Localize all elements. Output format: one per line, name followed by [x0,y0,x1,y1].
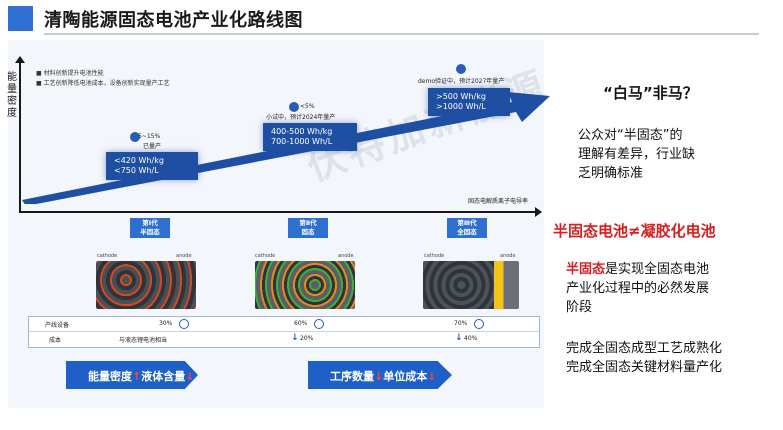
right-banner-text-a: 工序数量 [330,370,374,383]
anode-label: anode [338,253,354,259]
stage-1-line-1: <420 Wh/kg [114,156,164,165]
table-row-label: 产线设备 [45,322,70,329]
table-cell: 30% [159,320,173,327]
anode-label: anode [176,253,192,259]
x-axis-label: 固态电解质离子电导率 [468,198,529,205]
droplet-icon [456,64,466,74]
bullet-2: 工艺创新降低电池成本，设备创新实现量产工艺 [36,78,170,87]
x-axis [19,211,539,213]
table-cell: 40% [464,335,478,342]
up-arrow-icon: ↑ [132,370,142,383]
y-axis-label: 能量密度 [7,72,17,119]
generation-3-cell-image [423,261,519,309]
right-paragraph-3: 完成全固态成型工艺成熟化 完成全固态关键材料量产化 [566,339,722,377]
right-paragraph-1-line: 理解有差异，行业缺 [578,147,696,162]
y-axis [19,62,21,212]
generation-1-cell-image [96,261,196,309]
down-arrow-icon: ↓ [427,370,437,383]
right-question: “白马”非马？ [603,84,698,102]
down-arrow-icon: ↓ [185,370,195,383]
stage-1-box: <420 Wh/kg <750 Wh/L [106,152,198,180]
progress-ring-icon [179,319,189,329]
right-paragraph-1-line: 乏明确标准 [578,166,644,181]
down-arrow-icon: ↓ [374,370,384,383]
page-title: 清陶能源固态电池产业化路线图 [44,10,303,31]
stage-1-percent: 5~15% [138,133,161,140]
anode-label: anode [500,253,516,259]
down-arrow-icon: ↓ [455,333,463,343]
right-paragraph-3-line: 完成全固态成型工艺成熟化 [566,341,723,356]
droplet-icon [289,102,299,112]
right-banner-arrow: 工序数量↓单位成本↓ [308,361,452,389]
table-cell: 20% [300,335,314,342]
cathode-label: cathode [255,253,276,259]
cathode-label: cathode [424,253,445,259]
table-cell: 70% [454,320,468,327]
right-banner-text-b: 单位成本 [383,370,428,383]
generation-2-state: 固态 [301,228,315,236]
left-banner-arrow: 能量密度↑液体含量↓ [66,361,198,389]
right-paragraph-1: 公众对“半固态”的 理解有差异，行业缺 乏明确标准 [578,126,695,183]
table-row: 成本 与液态锂电池相当 ↓ 20% ↓ 40% [29,332,539,346]
stage-2-box: 400-500 Wh/kg 700-1000 Wh/L [263,123,357,151]
generation-1-label: 第Ⅰ代 [142,219,158,227]
right-paragraph-2-emphasis: 半固态 [566,262,606,277]
stage-2-percent: <5% [300,103,315,110]
stage-1-line-2: <750 Wh/L [114,166,159,175]
right-paragraph-2-line: 是实现全固态电池 [605,262,710,277]
down-arrow-icon: ↓ [291,333,299,343]
generation-1-state: 半固态 [140,228,160,236]
stage-3-box: >500 Wh/kg >1000 Wh/L [428,88,510,116]
right-paragraph-2-line: 阶段 [566,300,593,315]
header-divider [44,33,759,35]
generation-1-badge: 第Ⅰ代 半固态 [130,218,170,238]
stage-1-status: 已量产 [143,143,162,150]
stage-2-status: 小试中，预计2024年量产 [266,114,336,121]
table-row: 产线设备 30% 60% 70% [29,317,539,332]
y-axis-arrow-icon [15,56,25,63]
right-red-title: 半固态电池≠凝胶化电池 [553,222,716,240]
bullet-1: 材料创新提升电池性能 [36,68,104,77]
table-cell: 60% [294,320,308,327]
right-paragraph-3-line: 完成全固态关键材料量产化 [566,360,723,375]
right-paragraph-2: 半固态是实现全固态电池 产业化过程中的必然发展 阶段 [566,260,709,317]
droplet-icon [130,132,140,142]
comparison-table: 产线设备 30% 60% 70% 成本 与液态锂电池相当 ↓ 20% ↓ 40% [28,316,540,348]
left-banner-text-a: 能量密度 [88,370,132,383]
progress-ring-icon [314,319,324,329]
cathode-label: cathode [97,253,118,259]
stage-3-percent: demo验证中，预计2027年量产 [418,78,505,85]
stage-2-line-1: 400-500 Wh/kg [271,127,333,136]
progress-ring-icon [474,319,484,329]
table-row-label: 成本 [49,337,62,344]
generation-3-label: 第Ⅲ代 [457,219,477,227]
table-cell: 与液态锂电池相当 [119,337,168,344]
left-banner-text-b: 液体含量 [141,370,186,383]
generation-2-cell-image [255,261,355,309]
stage-3-line-2: >1000 Wh/L [436,102,486,111]
header-square [8,6,33,31]
right-paragraph-2-line: 产业化过程中的必然发展 [566,281,710,296]
right-paragraph-1-line: 公众对“半固态”的 [578,128,683,143]
generation-3-state: 全固态 [457,228,477,236]
generation-3-badge: 第Ⅲ代 全固态 [447,218,487,238]
generation-2-badge: 第Ⅱ代 固态 [288,218,328,238]
stage-3-line-1: >500 Wh/kg [436,92,486,101]
stage-2-line-2: 700-1000 Wh/L [271,137,333,146]
x-axis-arrow-icon [535,207,542,217]
generation-2-label: 第Ⅱ代 [299,219,317,227]
